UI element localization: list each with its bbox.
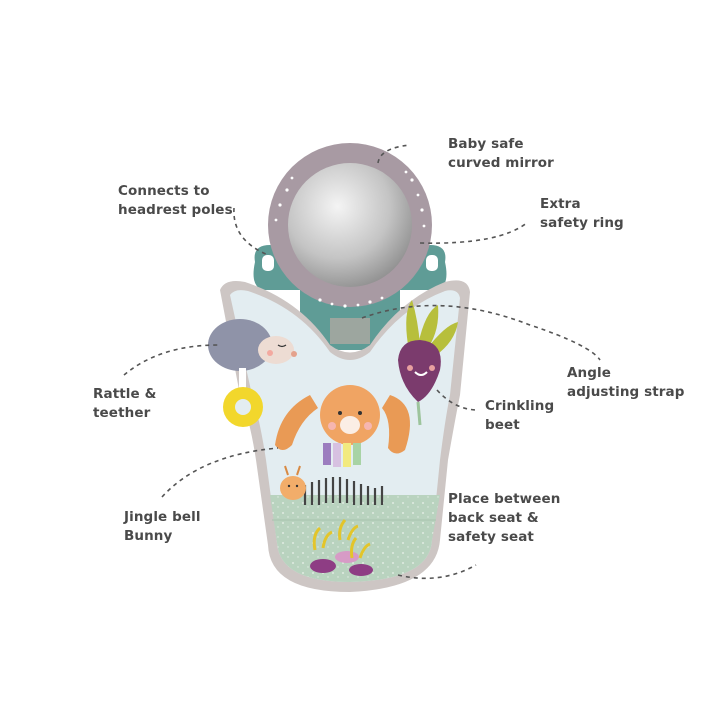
callout-line-bunny (161, 447, 279, 498)
callout-bunny: Jingle bell Bunny (124, 509, 201, 544)
callout-line-placement (397, 564, 477, 580)
callout-rattle: Rattle & teether (93, 386, 157, 421)
mirror (268, 143, 432, 308)
callout-placement: Place between back seat & safety seat (448, 491, 561, 545)
hedgehog-rattle (208, 319, 297, 371)
beet-prints (310, 519, 373, 576)
teether-ring (223, 368, 263, 427)
callout-headrest: Connects to headrest poles (118, 183, 233, 218)
crinkling-beet (398, 300, 458, 426)
jingle-bell-bunny (275, 385, 410, 467)
callout-line-ring (419, 221, 529, 244)
callout-line-rattle (123, 344, 219, 376)
callout-ring: Extra safety ring (540, 196, 624, 231)
callout-mirror: Baby safe curved mirror (448, 136, 554, 171)
callout-line-mirror (377, 144, 411, 164)
small-bunny-print (280, 465, 306, 500)
callout-lines (123, 144, 601, 580)
callout-line-beet (436, 389, 479, 411)
callout-strap: Angle adjusting strap (567, 365, 685, 400)
striped-fence (303, 477, 384, 505)
callout-line-strap (361, 304, 601, 361)
callout-beet: Crinkling beet (485, 398, 555, 433)
